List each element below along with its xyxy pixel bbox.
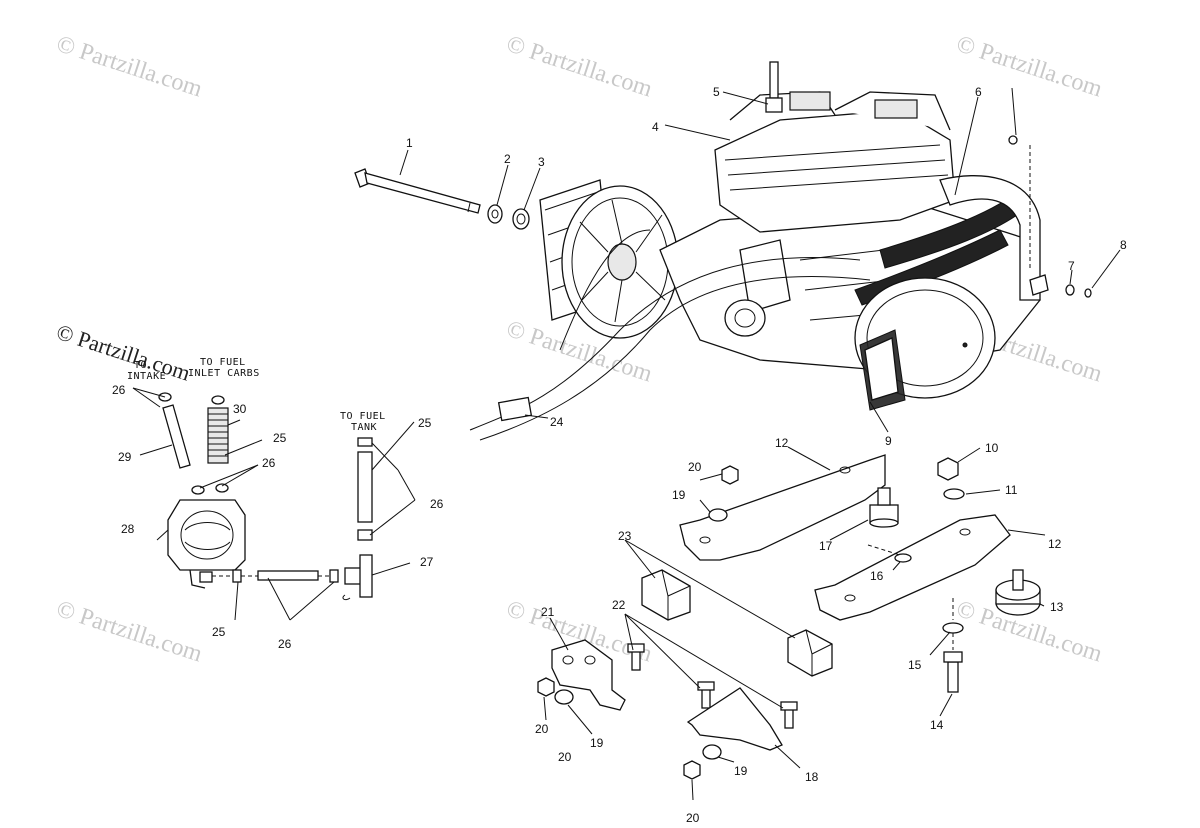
bolt-part [780, 701, 798, 729]
callout-number: 26 [112, 383, 126, 397]
callout-number: 26 [262, 456, 276, 470]
callout-number: 4 [652, 120, 659, 134]
label-to-intake: INTAKE [127, 371, 166, 382]
washer-part [708, 508, 728, 522]
callout-number: 12 [775, 436, 789, 450]
watermark: © Partzilla.com [53, 319, 193, 386]
routing-labels: TO INTAKE TO FUEL INLET CARBS TO FUEL TA… [127, 357, 386, 433]
spring-hose-part [207, 395, 229, 464]
callout-number: 16 [870, 569, 884, 583]
watermark: © Partzilla.com [503, 31, 655, 103]
support-bracket-part [551, 639, 626, 711]
drive-clutch [539, 179, 679, 339]
long-bolt-part [354, 168, 481, 214]
washer-part [702, 744, 722, 760]
fuel-hose-part [162, 404, 191, 469]
rubber-mount-part [995, 569, 1041, 616]
mount-bracket-part [679, 454, 886, 561]
support-bracket-part [686, 687, 783, 751]
fuel-pump-part [167, 499, 246, 589]
callout-number: 7 [1068, 259, 1075, 273]
callout-number: 30 [233, 402, 247, 416]
rubber-block-part [641, 569, 691, 621]
callout-number: 11 [1005, 483, 1018, 497]
label-to-intake: TO [134, 360, 147, 371]
bushing-part [512, 208, 530, 230]
callout-number: 9 [885, 434, 892, 448]
callout-number: 5 [713, 85, 720, 99]
label-to-fuel-tank: TO FUEL [340, 411, 386, 422]
callout-number: 12 [1048, 537, 1062, 551]
callout-number: 26 [278, 637, 292, 651]
callout-number: 25 [418, 416, 432, 430]
watermark: © Partzilla.com [53, 31, 205, 103]
callout-number: 17 [819, 539, 833, 553]
callout-number: 2 [504, 152, 511, 166]
recoil-cover [854, 277, 996, 411]
watermark: © Partzilla.com [53, 596, 205, 668]
callout-number: 8 [1120, 238, 1127, 252]
nut-part [537, 677, 555, 697]
callout-number: 10 [985, 441, 999, 455]
linkage-rod [1008, 87, 1049, 296]
callout-numbers: 1 2 3 4 5 6 7 8 9 10 11 12 12 13 14 15 1… [112, 85, 1127, 825]
bolt-part [627, 643, 645, 671]
nut-part [721, 465, 739, 485]
washer-part [554, 689, 574, 705]
nut-part [937, 457, 959, 481]
callout-number: 28 [121, 522, 135, 536]
callout-number: 19 [590, 736, 604, 750]
callout-number: 27 [420, 555, 434, 569]
callout-number: 19 [672, 488, 686, 502]
callout-number: 19 [734, 764, 748, 778]
washer-part [943, 488, 965, 500]
callout-number: 15 [908, 658, 922, 672]
callout-number: 20 [535, 722, 549, 736]
sensor-part [765, 61, 783, 113]
engine-mounts [537, 454, 1041, 780]
label-to-fuel-inlet-carbs: TO FUEL [200, 357, 246, 368]
callout-number: 20 [686, 811, 700, 825]
mount-bracket-part [814, 514, 1011, 621]
callout-number: 24 [550, 415, 564, 429]
callout-number: 22 [612, 598, 626, 612]
callout-number: 6 [975, 85, 982, 99]
clip-part [1084, 288, 1092, 298]
fuel-hose-part [257, 570, 319, 581]
washer-part [894, 553, 912, 563]
leader-lines [132, 91, 1121, 801]
tee-fitting-part [342, 554, 373, 601]
callout-number: 1 [406, 136, 413, 150]
label-to-fuel-inlet-carbs: INLET CARBS [188, 368, 260, 379]
washer-part [487, 204, 503, 224]
callout-number: 21 [541, 605, 555, 619]
callout-number: 18 [805, 770, 819, 784]
throttle-cable [469, 229, 871, 441]
callout-number: 25 [273, 431, 287, 445]
callout-number: 26 [430, 497, 444, 511]
washer-part [942, 622, 964, 634]
callout-number: 3 [538, 155, 545, 169]
callout-number: 14 [930, 718, 944, 732]
callout-number: 29 [118, 450, 132, 464]
callout-number: 25 [212, 625, 226, 639]
label-to-fuel-tank: TANK [351, 422, 377, 433]
engine-assembly [354, 61, 1092, 441]
washer-part [1065, 284, 1075, 296]
nut-part [683, 760, 701, 780]
fuel-system [158, 392, 373, 601]
callout-number: 20 [558, 750, 572, 764]
callout-number: 20 [688, 460, 702, 474]
bolt-part [697, 681, 715, 709]
bolt-part [943, 651, 963, 693]
fuel-hose-part [357, 451, 373, 523]
rubber-block-part [787, 629, 833, 677]
callout-number: 23 [618, 529, 632, 543]
callout-number: 13 [1050, 600, 1064, 614]
rubber-mount-part [869, 487, 899, 528]
